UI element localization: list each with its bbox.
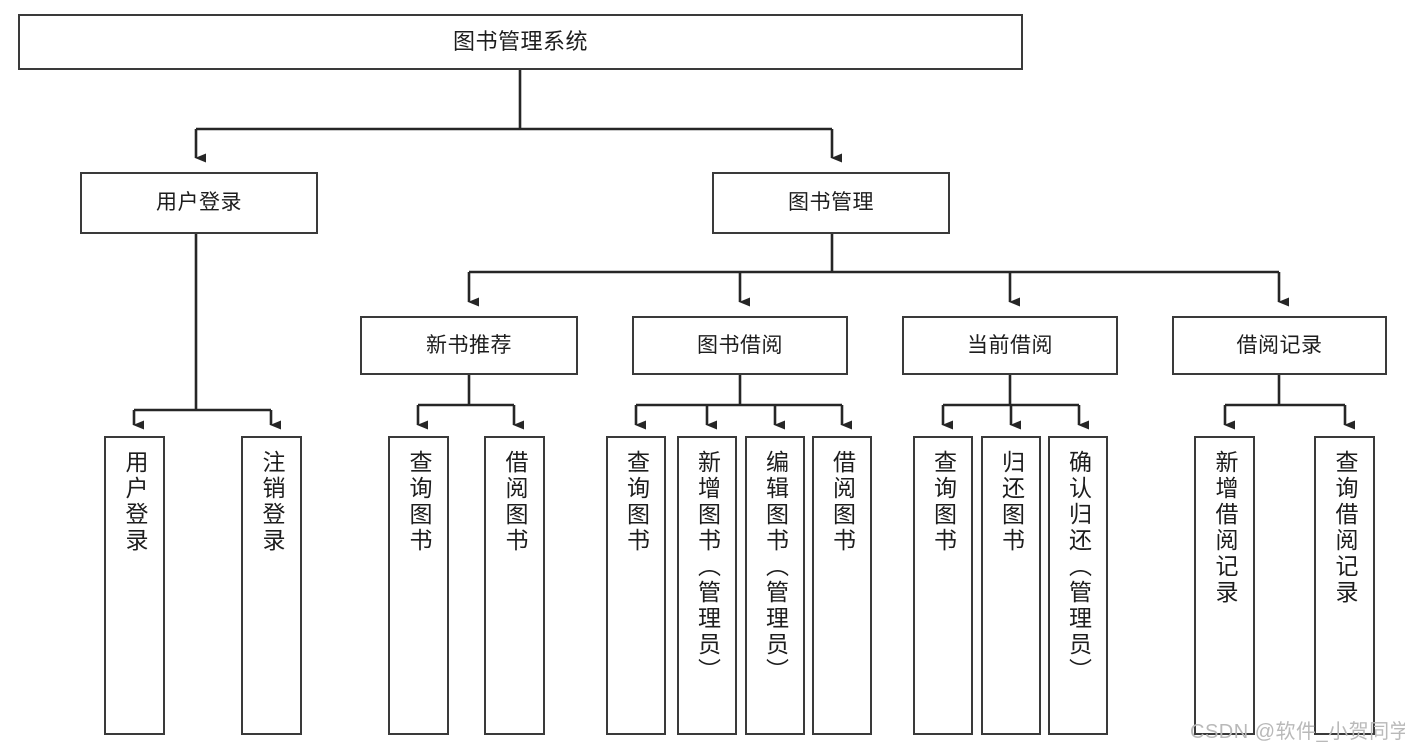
leaf-borrow-record-query-record[interactable]: 查询借阅记录 [1314,436,1375,735]
node-label: 当前借阅 [967,333,1053,357]
node-label: 用户登录 [156,191,242,215]
node-label: 借阅图书 [829,450,856,554]
node-label: 查询图书 [406,450,432,554]
node-label: 用户登录 [122,450,148,554]
node-label: 归还图书 [998,450,1025,554]
leaf-new-book-borrow-book[interactable]: 借阅图书 [484,436,545,735]
leaf-current-borrow-confirm-return-admin[interactable]: 确认归还（管理员） [1048,436,1108,735]
leaf-book-borrow-borrow-book[interactable]: 借阅图书 [812,436,872,735]
node-label: 借阅记录 [1236,333,1323,357]
node-label: 图书借阅 [697,333,783,357]
node-label: 图书管理系统 [452,29,588,55]
node-label: 新书推荐 [426,333,512,357]
node-label: 借阅图书 [502,450,528,554]
node-label: 图书管理 [788,191,874,215]
node-book-management[interactable]: 图书管理 [712,172,950,234]
node-label: 编辑图书（管理员） [762,450,789,684]
leaf-book-borrow-query-book[interactable]: 查询图书 [606,436,666,735]
leaf-user-login-logout[interactable]: 注销登录 [241,436,302,735]
leaf-current-borrow-return-book[interactable]: 归还图书 [981,436,1041,735]
csdn-watermark: CSDN @软件_小贺同学 [1190,721,1405,743]
leaf-book-borrow-add-book-admin[interactable]: 新增图书（管理员） [677,436,737,735]
node-label: 新增图书（管理员） [694,450,721,684]
node-borrow-record[interactable]: 借阅记录 [1172,316,1387,375]
node-label: 新增借阅记录 [1212,450,1238,606]
node-user-login[interactable]: 用户登录 [80,172,318,234]
node-current-borrow[interactable]: 当前借阅 [902,316,1118,375]
leaf-current-borrow-query-book[interactable]: 查询图书 [913,436,973,735]
leaf-user-login-login[interactable]: 用户登录 [104,436,165,735]
leaf-borrow-record-add-record[interactable]: 新增借阅记录 [1194,436,1255,735]
leaf-new-book-query-book[interactable]: 查询图书 [388,436,449,735]
node-label: 查询借阅记录 [1332,450,1358,606]
leaf-book-borrow-edit-book-admin[interactable]: 编辑图书（管理员） [745,436,805,735]
node-label: 确认归还（管理员） [1065,450,1092,684]
node-new-book-recommend[interactable]: 新书推荐 [360,316,578,375]
node-book-borrow[interactable]: 图书借阅 [632,316,848,375]
node-label: 查询图书 [623,450,650,554]
node-label: 查询图书 [930,450,957,554]
node-label: 注销登录 [259,450,285,554]
node-root-book-management-system[interactable]: 图书管理系统 [18,14,1023,70]
